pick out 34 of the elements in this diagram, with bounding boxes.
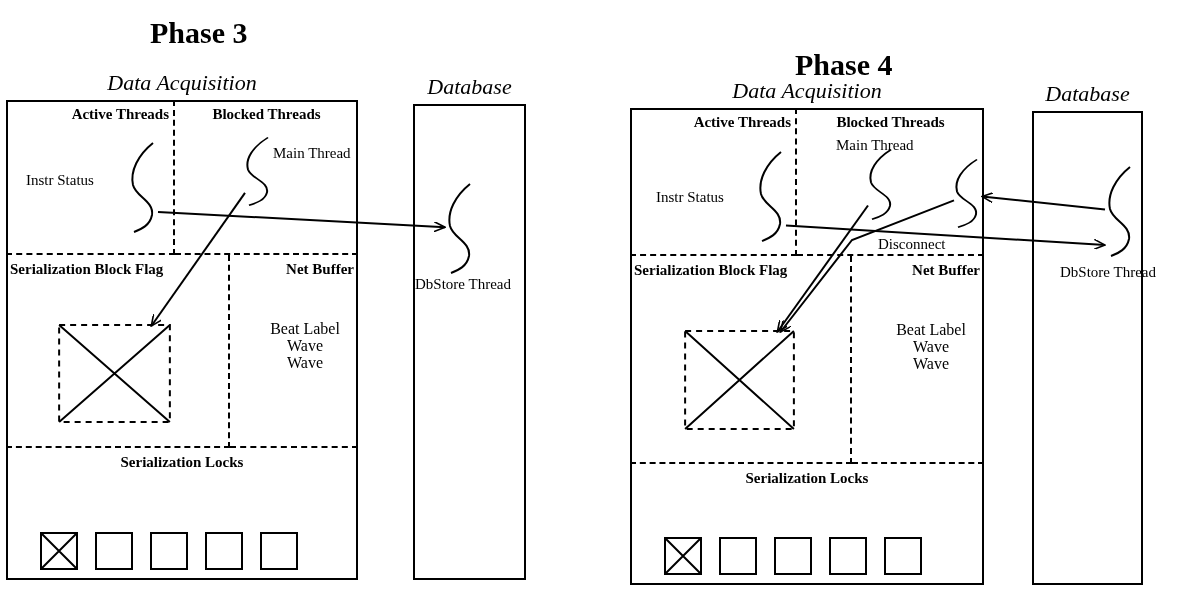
panel-heading: Database [1044,81,1131,107]
arrow [150,191,246,327]
dashed-region [6,255,230,448]
arrow [157,211,446,233]
dashed-region [630,108,797,256]
thread-label: Disconnect [878,237,946,252]
dashed-region [630,256,852,464]
panel-heading: Data Acquisition [106,70,258,96]
phase-title: Phase 3 [150,16,248,50]
thread-label: Main Thread [273,146,351,161]
dashed-region [6,100,175,255]
thread-label: DbStore Thread [415,277,511,292]
buffer-contents: Beat Label Wave Wave [269,321,341,372]
region-heading: Serialization Locks [744,470,870,487]
region-heading: Active Threads [70,106,169,123]
crossed-flag-box [58,324,171,423]
region-heading: Blocked Threads [835,114,946,131]
thread-label: Instr Status [656,190,724,205]
region-heading: Serialization Locks [119,454,245,471]
region-heading: Net Buffer [911,262,980,279]
arrow [779,199,955,333]
thread-label: Main Thread [836,138,914,153]
thread-label: Instr Status [26,173,94,188]
region-heading: Blocked Threads [211,106,322,123]
arrow [785,224,1106,251]
region-heading: Serialization Block Flag [634,262,789,279]
region-heading: Active Threads [692,114,791,131]
region-heading: Net Buffer [285,261,354,278]
crossed-flag-box [684,330,795,430]
region-heading: Serialization Block Flag [10,261,165,278]
panel-heading: Database [426,74,513,100]
arrow [981,191,1106,211]
buffer-contents: Beat Label Wave Wave [895,322,967,373]
arrow [776,204,869,333]
